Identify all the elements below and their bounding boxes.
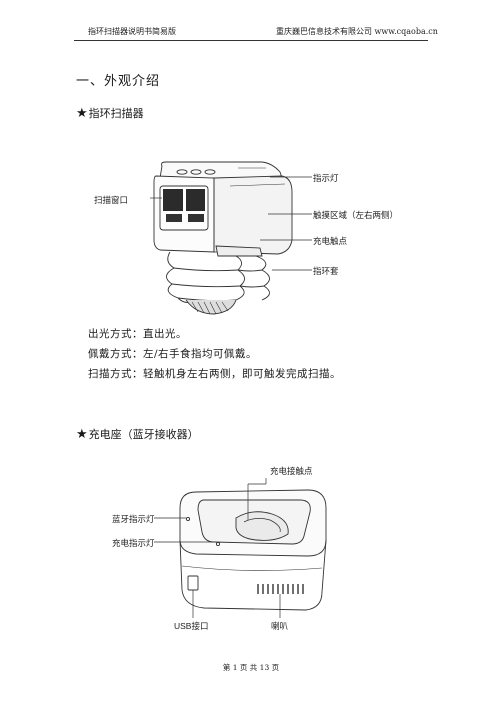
section-title: 一、外观介绍 (76, 74, 161, 89)
callout-charging-contact-points: 充电接触点 (270, 467, 313, 477)
callout-indicator-light: 指示灯 (313, 174, 339, 184)
callout-usb-port: USB接口 (174, 621, 209, 631)
feature-scan-mode: 扫描方式：轻触机身左右两侧，即可触发完成扫描。 (88, 368, 341, 380)
callout-touch-area: 触摸区域（左右两侧） (313, 211, 399, 221)
callout-bluetooth-indicator: 蓝牙指示灯 (112, 515, 155, 525)
black-star-icon: ★ (76, 427, 88, 442)
header-company: 重庆巍巴信息技术有限公司 www.cqaoba.cn (276, 27, 438, 36)
header-divider (74, 40, 428, 41)
feature-light-mode: 出光方式：直出光。 (88, 328, 187, 340)
callout-speaker: 喇叭 (271, 622, 289, 632)
ring-scanner-heading-text: 指环扫描器 (88, 107, 144, 120)
page-number: 第 1 页 共 13 页 (222, 663, 280, 672)
feature-wearing-mode: 佩戴方式：左/右手食指均可佩戴。 (88, 348, 258, 360)
ring-scanner-heading: ★指环扫描器 (76, 105, 144, 121)
callout-charging-indicator: 充电指示灯 (112, 539, 155, 549)
charging-base-heading-text: 充电座（蓝牙接收器） (88, 428, 199, 441)
callout-scan-window: 扫描窗口 (94, 196, 129, 206)
black-star-icon: ★ (76, 106, 88, 121)
charging-base-heading: ★充电座（蓝牙接收器） (76, 426, 199, 442)
header-doc-title: 指环扫描器说明书简易版 (88, 27, 176, 36)
callout-charging-contacts: 充电触点 (313, 237, 348, 247)
callout-finger-ring: 指环套 (313, 267, 339, 277)
